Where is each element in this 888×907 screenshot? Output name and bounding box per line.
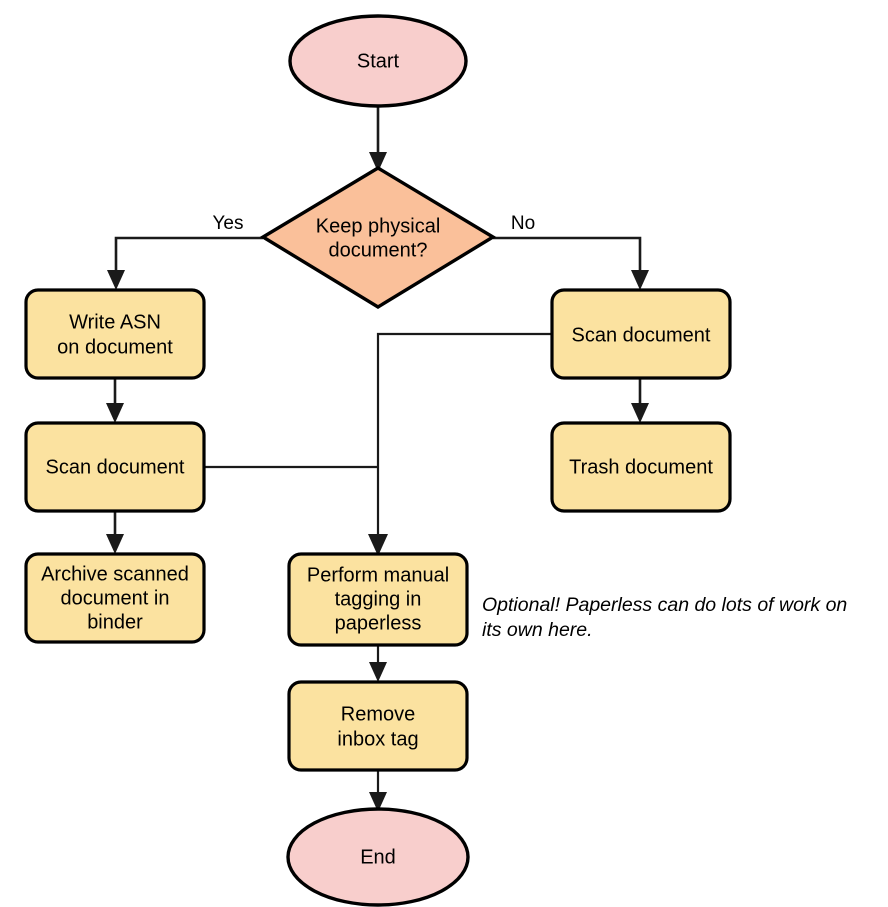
trash-document-box-shape <box>550 421 732 513</box>
edge-scan-left-to-archive <box>106 511 124 554</box>
arrowhead-icon <box>631 270 649 290</box>
node-scan-document-left-label: Scan document <box>46 456 185 478</box>
arrowhead-icon <box>369 152 387 172</box>
node-start-label: Start <box>357 50 400 72</box>
node-perform-manual-tagging[interactable]: Perform manual tagging in paperless <box>287 552 469 647</box>
arrowhead-icon <box>368 534 388 556</box>
node-write-asn-on-document[interactable]: Write ASN on document <box>24 288 206 380</box>
node-remove-inbox-tag-label-line1: Remove <box>341 703 415 725</box>
optional-note-line1: Optional! Paperless can do lots of work … <box>482 594 847 616</box>
edge-scan-right-to-trash <box>631 378 649 423</box>
arrowhead-icon <box>107 270 125 290</box>
node-write-asn-label-line1: Write ASN <box>69 311 161 333</box>
node-decision-label-line1: Keep physical <box>316 215 441 237</box>
node-end-label: End <box>360 846 396 868</box>
node-remove-inbox-tag[interactable]: Remove inbox tag <box>287 680 469 772</box>
decision-diamond-shape <box>259 166 497 309</box>
node-archive-label-line3: binder <box>87 611 143 633</box>
edge-label-yes: Yes <box>213 213 244 234</box>
node-scan-document-right[interactable]: Scan document <box>550 288 732 380</box>
node-decision-keep-physical-document[interactable]: Keep physical document? <box>259 166 497 309</box>
edge-manual-tagging-to-remove-inbox-tag <box>369 645 387 682</box>
remove-inbox-tag-box-shape <box>287 680 469 772</box>
edge-label-no: No <box>511 213 535 234</box>
write-asn-box-shape <box>24 288 206 380</box>
node-end[interactable]: End <box>286 807 470 907</box>
node-manual-tagging-label-line2: tagging in <box>335 588 422 610</box>
arrowhead-icon <box>106 403 124 423</box>
node-write-asn-label-line2: on document <box>57 336 173 358</box>
node-archive-label-line1: Archive scanned <box>41 563 189 585</box>
edge-decision-yes-to-write-asn <box>107 236 263 290</box>
edge-decision-no-to-scan-right <box>493 236 649 290</box>
edge-remove-inbox-tag-to-end <box>369 770 387 812</box>
arrowhead-icon <box>369 792 387 812</box>
node-scan-document-right-label: Scan document <box>572 324 711 346</box>
arrowhead-icon <box>369 662 387 682</box>
annotation-optional-note: Optional! Paperless can do lots of work … <box>482 594 847 641</box>
edge-write-asn-to-scan-left <box>106 378 124 423</box>
edge-start-to-decision <box>369 106 387 172</box>
start-ellipse-shape <box>288 14 468 108</box>
arrowhead-icon <box>106 534 124 554</box>
optional-note-line2: its own here. <box>482 619 593 641</box>
node-trash-document[interactable]: Trash document <box>550 421 732 513</box>
node-archive-label-line2: document in <box>61 587 170 609</box>
node-start[interactable]: Start <box>288 14 468 108</box>
node-manual-tagging-label-line3: paperless <box>335 612 422 634</box>
archive-box-shape <box>24 552 206 644</box>
scan-document-right-box-shape <box>550 288 732 380</box>
end-ellipse-shape <box>286 807 470 907</box>
arrowhead-icon <box>631 403 649 423</box>
edge-scan-right-to-manual-tagging <box>368 332 552 556</box>
scan-document-left-box-shape <box>24 421 206 513</box>
node-archive-scanned-document-in-binder[interactable]: Archive scanned document in binder <box>24 552 206 644</box>
manual-tagging-box-shape <box>287 552 469 647</box>
node-manual-tagging-label-line1: Perform manual <box>307 564 449 586</box>
node-scan-document-left[interactable]: Scan document <box>24 421 206 513</box>
node-remove-inbox-tag-label-line2: inbox tag <box>337 728 418 750</box>
node-trash-document-label: Trash document <box>569 456 713 478</box>
node-decision-label-line2: document? <box>329 239 428 261</box>
